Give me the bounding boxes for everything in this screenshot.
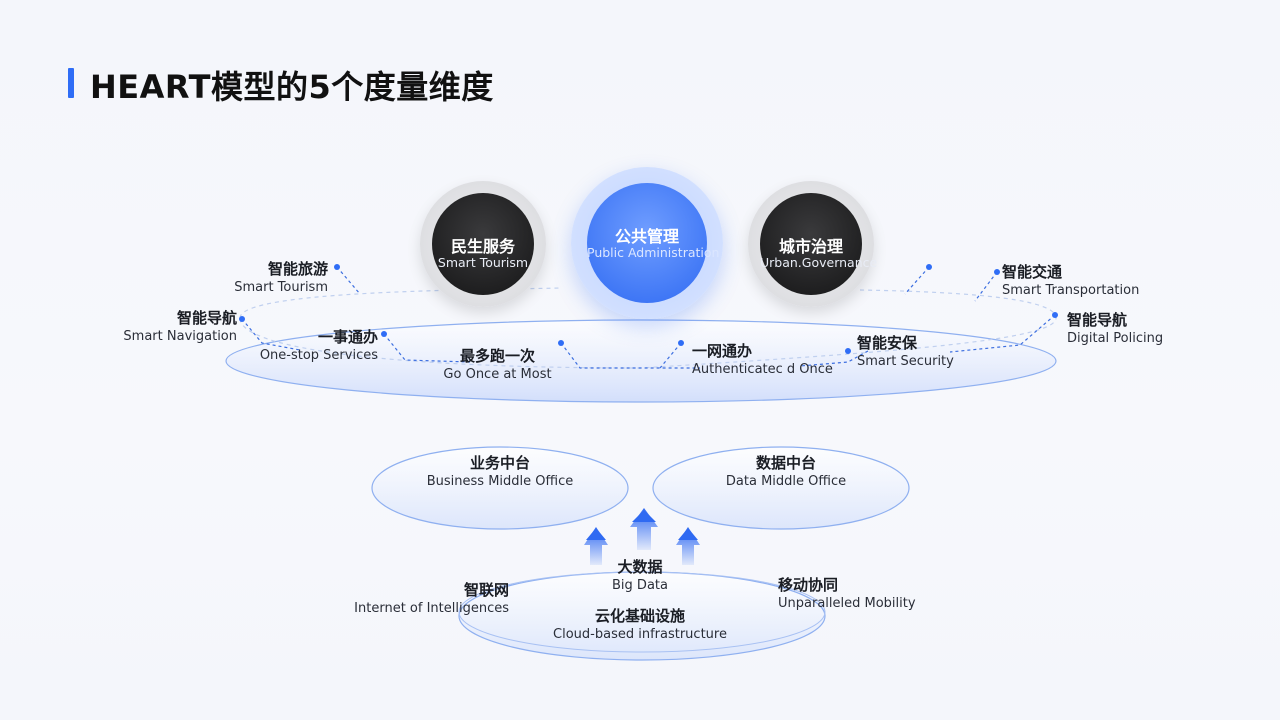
label-smart-navigation: 智能导航 Smart Navigation <box>123 309 237 344</box>
label-business-middle: 业务中台 Business Middle Office <box>426 454 574 489</box>
label-cloud-infra: 云化基础设施 Cloud-based infrastructure <box>553 607 727 642</box>
leader-lines <box>241 266 1056 369</box>
circle-livelihood-outer: 民生服务 Smart Tourism <box>420 181 546 307</box>
label-one-stop: 一事通办 One-stop Services <box>259 328 378 363</box>
circle-public-admin-zh: 公共管理 <box>614 227 679 246</box>
label-mobility: 移动协同 Unparalleled Mobility <box>778 576 916 611</box>
label-digital-policing: 智能导航 Digital Policing <box>1067 311 1164 346</box>
circle-livelihood: 民生服务 Smart Tourism <box>432 193 534 295</box>
label-smart-security: 智能安保 Smart Security <box>857 334 954 369</box>
service-ring-ellipse <box>225 319 1057 403</box>
base-ellipse-inner <box>458 571 826 653</box>
label-smart-transportation: 智能交通 Smart Transportation <box>1002 263 1140 298</box>
label-go-once: 最多跑一次 Go Once at Most <box>443 347 552 382</box>
circle-public-admin-en: Public Administration <box>587 245 720 260</box>
title-accent-bar <box>68 68 74 98</box>
circle-urban-en: Urban.Governance <box>760 255 878 270</box>
circle-public-admin-outer: 公共管理 Public Administration <box>571 167 723 319</box>
circle-livelihood-zh: 民生服务 <box>450 237 515 256</box>
label-internet-intelligences: 智联网 Internet of Intelligences <box>354 581 509 616</box>
label-big-data: 大数据 Big Data <box>612 558 668 593</box>
data-middle-ellipse <box>652 446 910 530</box>
business-middle-ellipse <box>371 446 629 530</box>
orbit-dashed-path <box>239 287 1057 369</box>
label-data-middle: 数据中台 Data Middle Office <box>725 454 847 489</box>
leader-dots <box>239 264 1058 354</box>
circle-urban: 城市治理 Urban.Governance <box>760 193 878 295</box>
page-title: HEART模型的5个度量维度 <box>90 68 494 106</box>
up-arrows <box>584 508 700 565</box>
circle-urban-zh: 城市治理 <box>778 237 843 256</box>
circle-urban-outer: 城市治理 Urban.Governance <box>748 181 878 307</box>
label-authenticated-once: 一网通办 Authenticatec d Once <box>692 342 833 377</box>
circle-livelihood-en: Smart Tourism <box>437 255 529 270</box>
label-smart-tourism: 智能旅游 Smart Tourism <box>234 260 328 295</box>
circle-public-admin: 公共管理 Public Administration <box>587 183 720 303</box>
